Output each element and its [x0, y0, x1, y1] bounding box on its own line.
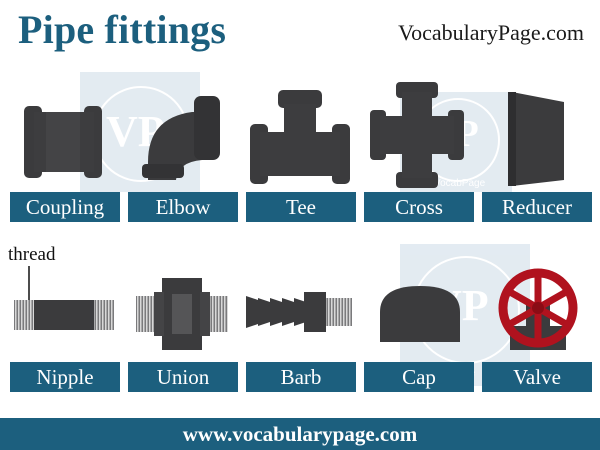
barb-icon: [246, 292, 352, 332]
fitting-label: Valve: [482, 362, 592, 392]
nipple-icon: [14, 300, 114, 330]
reducer-icon: [508, 92, 564, 186]
page-title: Pipe fittings: [18, 7, 227, 52]
site-name: VocabularyPage.com: [398, 20, 584, 45]
tee-icon: [250, 90, 350, 184]
union-icon: [136, 278, 228, 350]
fitting-label: Nipple: [10, 362, 120, 392]
footer-url: www.vocabularypage.com: [0, 418, 600, 450]
coupling-icon: [24, 106, 102, 178]
elbow-icon: [142, 96, 220, 180]
cross-icon: [370, 82, 464, 188]
valve-icon: [498, 268, 578, 350]
fitting-label: Cross: [364, 192, 474, 222]
fitting-label: Barb: [246, 362, 356, 392]
cap-icon: [380, 286, 460, 342]
thread-annotation: thread: [8, 244, 56, 265]
fitting-label: Union: [128, 362, 238, 392]
fitting-label: Cap: [364, 362, 474, 392]
fitting-label: Coupling: [10, 192, 120, 222]
thread-pointer-line: [28, 266, 30, 302]
fitting-label: Tee: [246, 192, 356, 222]
fitting-label: Reducer: [482, 192, 592, 222]
fitting-label: Elbow: [128, 192, 238, 222]
